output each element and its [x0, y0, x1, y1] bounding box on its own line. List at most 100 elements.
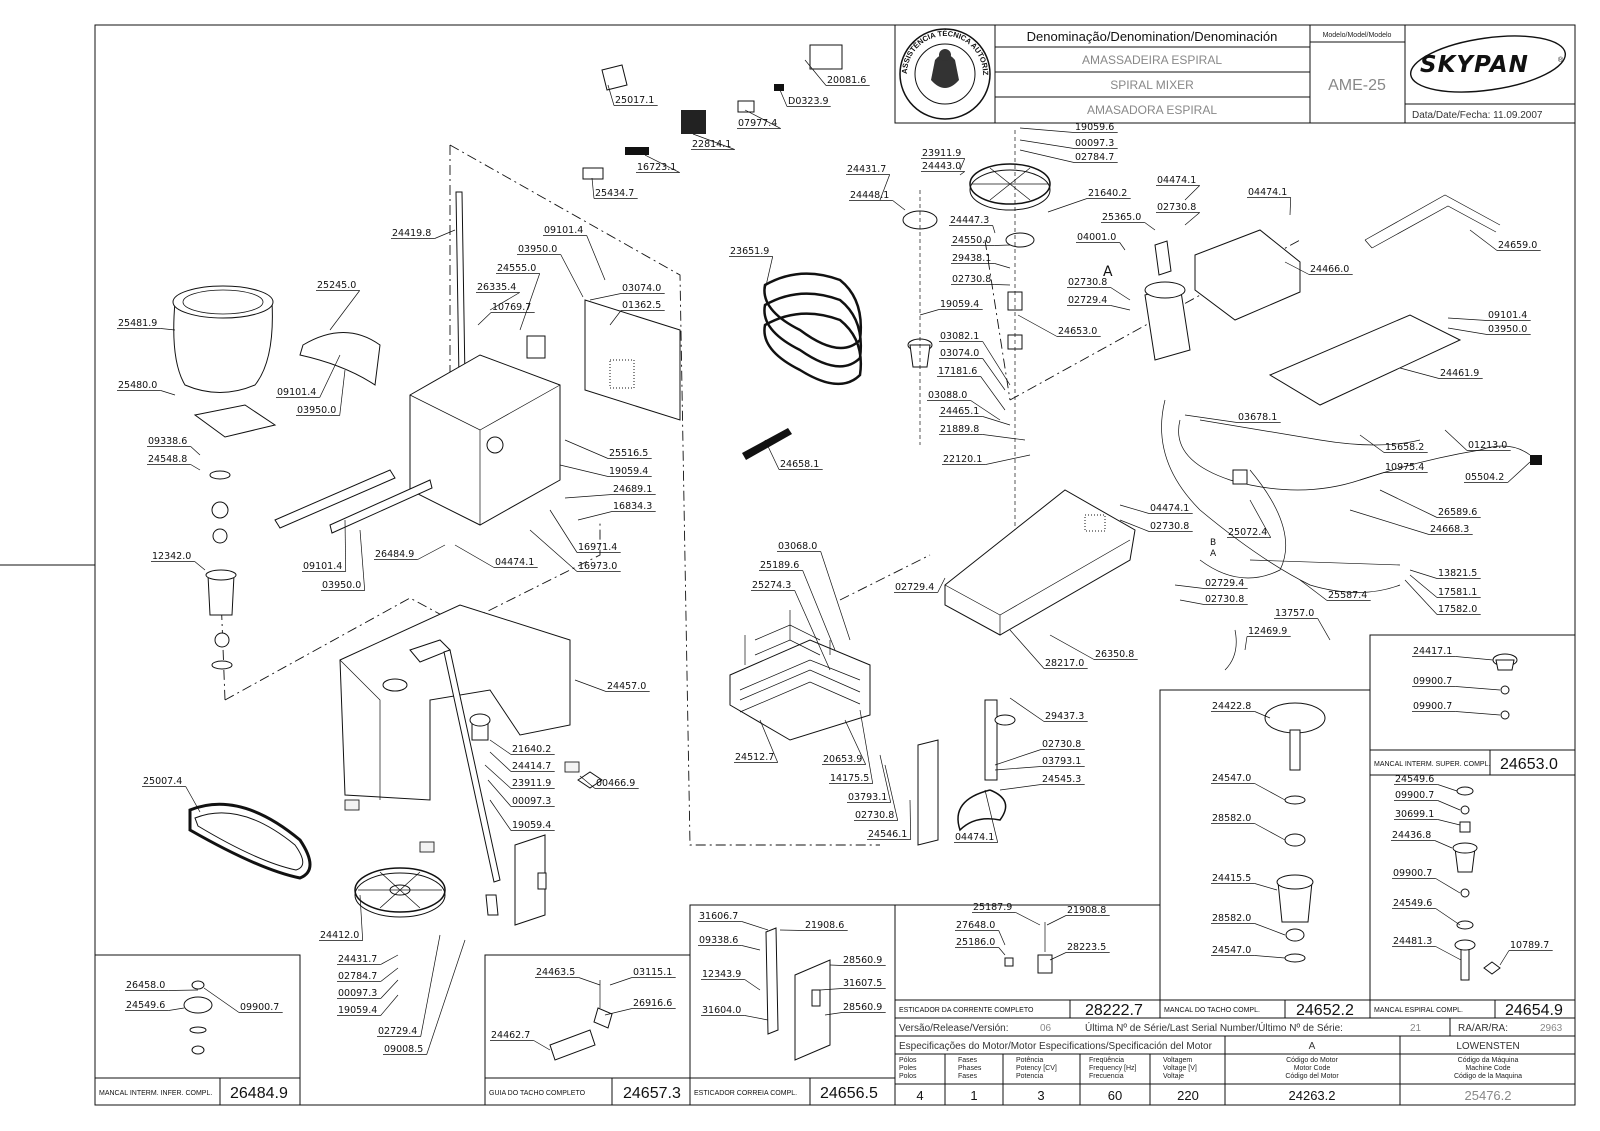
part-callout: 10769.7 [477, 302, 535, 326]
spec-frequency-value: 60 [1108, 1088, 1122, 1103]
leader-line [380, 979, 399, 999]
part-number: 03074.0 [622, 283, 661, 294]
part-number: 03950.0 [322, 580, 361, 591]
part-callout: 24465.1 [939, 406, 1011, 426]
part-number: 24549.6 [1395, 774, 1434, 785]
part-callout: 12343.9 [701, 969, 761, 991]
leader-line [426, 939, 466, 1055]
part-callout: 09008.5 [383, 939, 466, 1055]
part-callout: 22120.1 [942, 454, 1031, 465]
part-number: 24547.0 [1212, 773, 1251, 784]
part-callout: 02730.8 [1067, 277, 1131, 301]
part-callout: 01213.0 [1444, 429, 1511, 451]
leader-line [1017, 314, 1058, 337]
part-callout: 01362.5 [609, 300, 665, 326]
leader-line [1254, 923, 1286, 936]
part-callout: 24550.0 [951, 235, 1011, 246]
belt-25007 [188, 802, 312, 880]
spec-phases-value: 1 [970, 1088, 977, 1103]
part-number: 00466.9 [596, 778, 635, 789]
part-callout: D0323.9 [779, 89, 831, 107]
part-number: 24548.8 [148, 454, 187, 465]
part-number: 17181.6 [938, 366, 977, 377]
leader-line [804, 59, 827, 86]
part-callout: 09900.7 [1412, 676, 1501, 691]
leader-line [909, 799, 912, 840]
part-number: 24653.0 [1058, 326, 1097, 337]
leader-line [1455, 686, 1501, 691]
leader-line [1254, 783, 1286, 801]
leader-line [1437, 819, 1461, 826]
part-callout: 09338.6 [698, 935, 761, 951]
part-callout: 09900.7 [1392, 868, 1461, 894]
part-number: 02784.7 [1075, 152, 1114, 163]
part-number: 03068.0 [778, 541, 817, 552]
part-number: 09101.4 [1488, 310, 1527, 321]
part-callout: 26458.0 [125, 980, 199, 991]
part-number: 24448.1 [850, 190, 889, 201]
part-callout: 24546.1 [867, 799, 912, 840]
svg-text:Código da Máquina: Código da Máquina [1458, 1057, 1519, 1064]
spec-machine-code-value: 25476.2 [1465, 1088, 1512, 1103]
part-callout: 25186.0 [955, 937, 1006, 956]
leader-line [1119, 504, 1150, 514]
part-number: 22814.1 [692, 139, 731, 150]
handle-bar [1364, 194, 1501, 249]
svg-text:Pólos: Pólos [899, 1057, 917, 1064]
leader-line [1359, 472, 1385, 481]
part-number: 27648.0 [956, 920, 995, 931]
leader-line [1349, 509, 1430, 535]
part-callout: 03793.1 [847, 754, 892, 803]
part-number: 01362.5 [622, 300, 661, 311]
part-number: 00097.3 [512, 796, 551, 807]
part-number: 24549.6 [1393, 898, 1432, 909]
leader-line [692, 133, 735, 150]
part-number: 17581.1 [1438, 587, 1477, 598]
part-number: 03678.1 [1238, 412, 1277, 423]
svg-text:Frecuencia: Frecuencia [1089, 1073, 1124, 1080]
section-marker-label: B [1210, 538, 1216, 548]
leader-line [1249, 499, 1272, 538]
leader-line [980, 376, 1006, 411]
motor [1144, 229, 1301, 361]
part-number: 23651.9 [730, 246, 769, 257]
part-number: 03082.1 [940, 331, 979, 342]
bowl-guide-parts [549, 980, 613, 1061]
svg-text:Phases: Phases [958, 1065, 982, 1072]
leader-line [937, 577, 946, 593]
subassembly-code: 24652.2 [1296, 1002, 1354, 1019]
leader-line [884, 764, 899, 821]
part-number: 03115.1 [633, 967, 672, 978]
part-callout: 24417.1 [1412, 646, 1494, 661]
part-callout: 24443.0 [921, 161, 965, 176]
leader-line [1435, 908, 1461, 926]
leader-line [1499, 950, 1510, 966]
part-number: 24547.0 [1212, 945, 1251, 956]
part-number: 24659.0 [1498, 240, 1537, 251]
part-callout: 23911.9 [921, 148, 966, 171]
leader-line [819, 988, 843, 991]
section-markers: ABA [1103, 264, 1217, 559]
part-callout: 24462.7 [490, 1030, 551, 1051]
part-callout: 03115.1 [609, 967, 676, 986]
leader-line [194, 561, 206, 571]
part-callout: 10789.7 [1499, 940, 1553, 966]
part-callout: 02729.4 [377, 934, 441, 1037]
part-number: 24419.8 [392, 228, 431, 239]
part-callout: 24549.6 [1392, 898, 1461, 926]
part-callout: 31607.5 [819, 978, 886, 991]
part-number: 26458.0 [126, 980, 165, 991]
part-callout: 24689.1 [564, 484, 656, 499]
subassembly-frames [94, 634, 1576, 1106]
part-number: 24550.0 [952, 235, 991, 246]
part-callout: 09101.4 [276, 354, 341, 398]
part-number: 12342.0 [152, 551, 191, 562]
part-number: 26916.6 [633, 998, 672, 1009]
leader-line [1110, 305, 1131, 311]
part-callout: 28560.9 [829, 955, 886, 966]
part-number: 03793.1 [848, 792, 887, 803]
leader-line [859, 709, 874, 784]
model-value: AME-25 [1328, 77, 1386, 94]
